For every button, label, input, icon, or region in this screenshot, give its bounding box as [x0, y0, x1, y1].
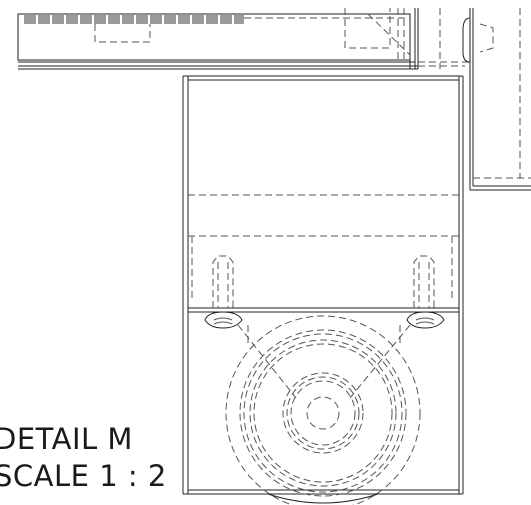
right-bracket [462, 8, 531, 191]
right-bracket-hidden-lines [473, 8, 531, 179]
detail-title: DETAIL M [0, 422, 133, 456]
caster-wheel-visible-edge [267, 493, 379, 504]
right-screw [406, 311, 445, 329]
weld-hatch-strip [24, 15, 244, 24]
caster-wheel [225, 315, 421, 505]
housing-hidden-lines [188, 194, 459, 399]
top-plate-hidden-lines [94, 8, 470, 69]
main-housing [182, 75, 464, 495]
left-screw [204, 311, 243, 329]
top-plate [17, 8, 419, 70]
detail-scale: SCALE 1 : 2 [0, 459, 167, 493]
